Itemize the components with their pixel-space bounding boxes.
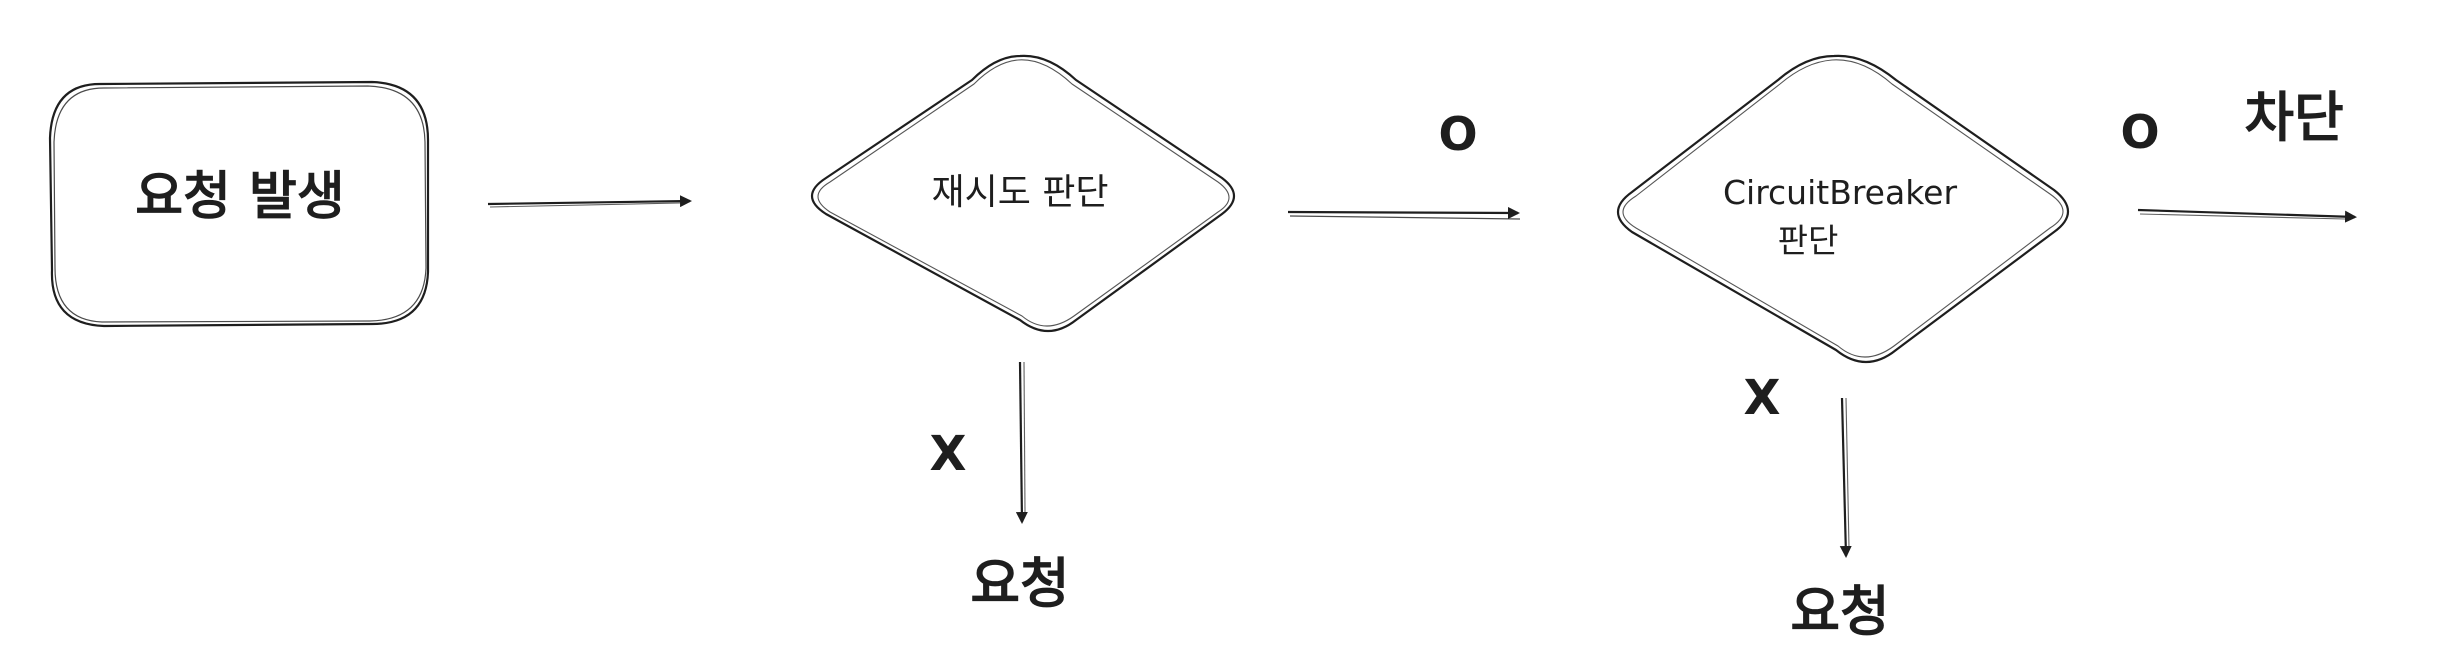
- retry-no-result-label: 요청: [970, 552, 1069, 615]
- circuitbreaker-decision-label-line2: 판단: [1778, 221, 1839, 260]
- cb-yes-label: O: [2120, 105, 2159, 159]
- arrow-retry-down: [1015, 361, 1028, 524]
- start-node[interactable]: 요청 발생: [48, 80, 430, 328]
- retry-no-label: X: [929, 426, 966, 482]
- arrow-start-to-retry: [487, 195, 692, 208]
- retry-decision-label: 재시도 판단: [931, 172, 1108, 213]
- cb-no-label: X: [1743, 370, 1780, 426]
- arrow-cb-down: [1839, 397, 1852, 558]
- retry-yes-label: O: [1438, 107, 1477, 161]
- cb-yes-result-label: 차단: [2244, 86, 2343, 149]
- circuitbreaker-decision-label-line1: CircuitBreaker: [1723, 173, 1957, 212]
- start-node-label: 요청 발생: [135, 167, 344, 227]
- circuitbreaker-decision-node[interactable]: CircuitBreaker 판단: [1616, 54, 2070, 363]
- retry-decision-node[interactable]: 재시도 판단: [810, 54, 1236, 332]
- cb-no-result-label: 요청: [1790, 580, 1889, 643]
- arrow-cb-to-block: [2137, 208, 2357, 223]
- arrow-retry-to-cb: [1287, 206, 1521, 220]
